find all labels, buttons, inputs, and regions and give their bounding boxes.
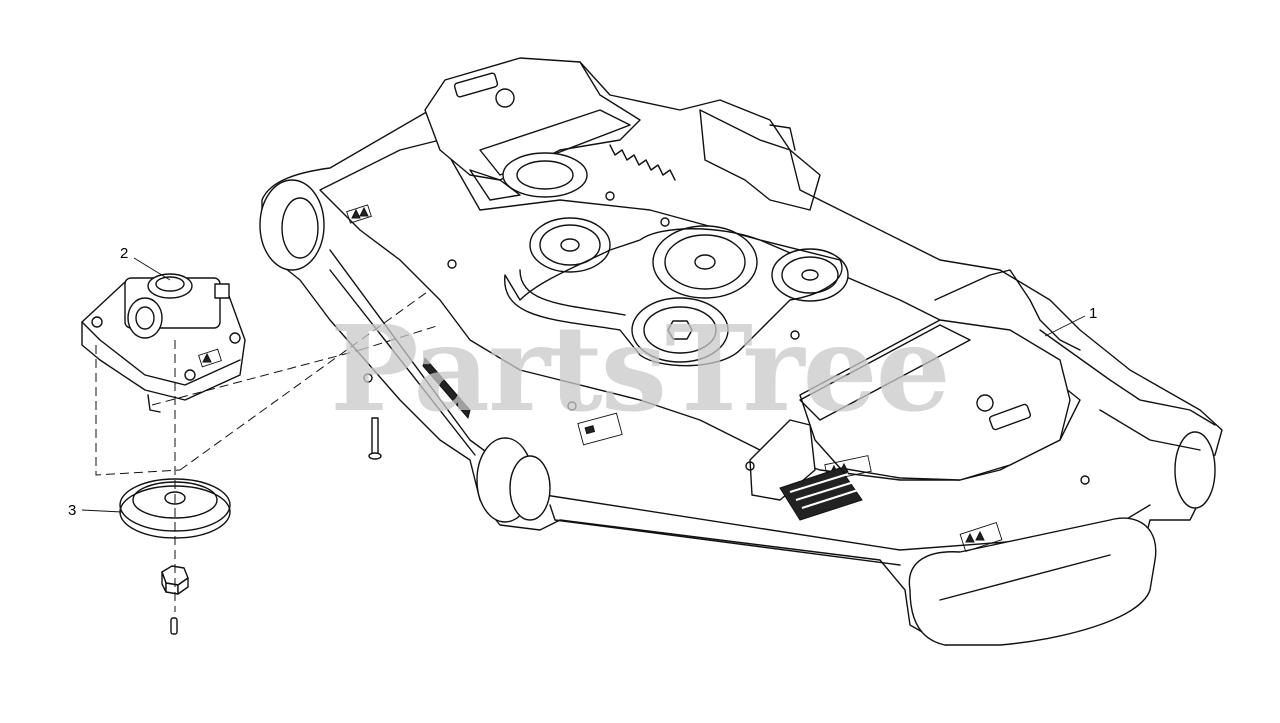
brand-decal-side xyxy=(422,356,471,420)
pulley-nut xyxy=(161,565,189,595)
gearbox-warning-decal xyxy=(198,348,222,368)
callout-label-1: 1 xyxy=(1089,305,1097,322)
gearbox-assembly[interactable] xyxy=(81,273,246,413)
idler-spring xyxy=(609,144,676,181)
mower-deck[interactable] xyxy=(259,57,1223,646)
warning-decal-right xyxy=(959,522,1003,552)
pulley-left-spindle xyxy=(529,217,611,273)
warning-decal-left xyxy=(346,204,372,224)
pulley-top xyxy=(502,152,588,198)
cotter-pin xyxy=(170,617,178,635)
pulley-right-spindle xyxy=(771,248,849,302)
callout-2: 2 xyxy=(120,245,171,281)
pulley-idler xyxy=(631,297,729,363)
callout-label-3: 3 xyxy=(68,502,76,519)
deck-emblem-grid xyxy=(779,467,863,521)
watermark-text: PartsTree xyxy=(330,299,949,438)
callout-1: 1 xyxy=(1044,305,1097,337)
assembly-guide-lines xyxy=(95,289,441,612)
warning-decal-center xyxy=(577,412,623,446)
pulley-center-spindle xyxy=(652,225,758,299)
deck-pin-bolt xyxy=(368,417,382,460)
callout-3: 3 xyxy=(68,502,123,519)
deck-bolts xyxy=(363,191,1090,485)
callout-label-2: 2 xyxy=(120,245,128,262)
